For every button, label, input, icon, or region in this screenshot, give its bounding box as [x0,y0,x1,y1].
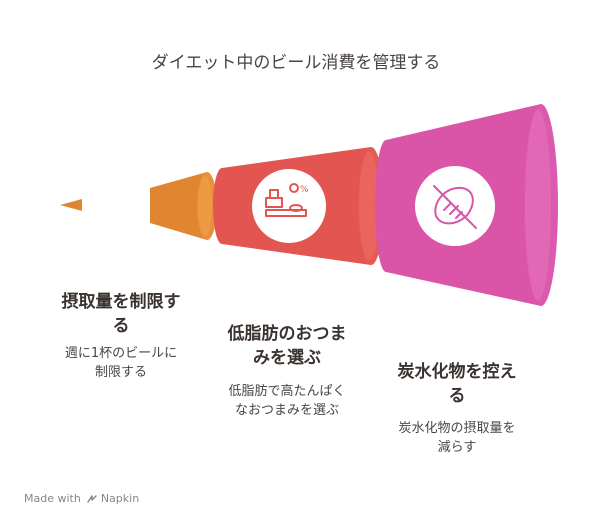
food-scale-icon-bg [252,169,326,243]
no-bread-icon [433,185,477,229]
step-snacks-description: 低脂肪で高たんぱく なおつまみを選ぶ [228,384,346,418]
scale-balance-icon [96,187,135,223]
diagram-title: ダイエット中のビール消費を管理する [151,53,441,73]
food-scale-icon: % [265,183,309,217]
funnel-tip [60,199,82,211]
svg-text:%: % [300,185,309,195]
napkin-brand-label: Napkin [100,492,140,505]
footer[interactable]: Made with Napkin [24,492,139,505]
step-limit-heading: 摂取量を制限す る [61,292,181,336]
step-carbs-heading: 炭水化物を控え る [397,362,517,406]
napkin-logo-icon [87,494,97,503]
step-carbs-description: 炭水化物の摂取量を 減らす [398,421,516,455]
funnel-segment-limit [150,172,217,240]
napkin-brand: Napkin [86,492,139,505]
step-limit-description: 週に1杯のビールに 制限する [64,346,178,380]
made-with-label: Made with [24,492,81,505]
step-snacks-heading: 低脂肪のおつま みを選ぶ [227,324,347,368]
